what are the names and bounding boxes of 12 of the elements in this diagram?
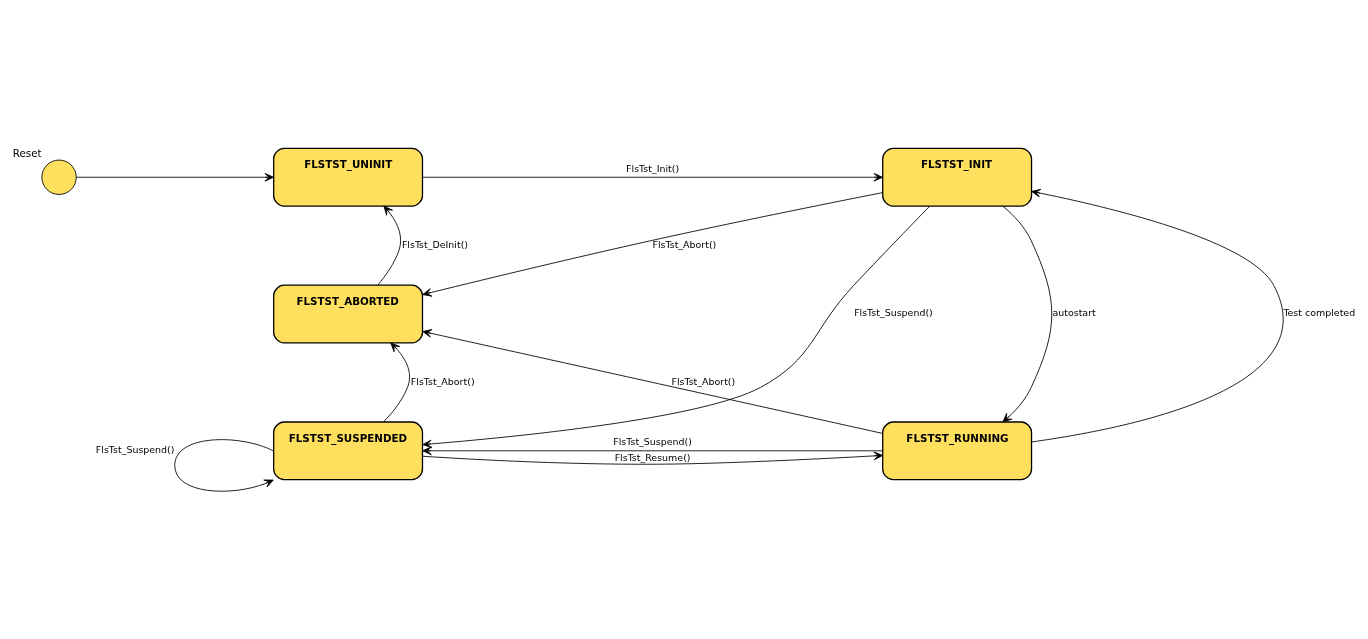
edge-label: FlsTst_Suspend(): [854, 306, 933, 318]
edge-label: Test completed: [1283, 306, 1356, 318]
edge-label: FlsTst_Suspend(): [613, 435, 692, 447]
edge-label: FlsTst_Suspend(): [95, 443, 175, 455]
edge-label: autostart: [1052, 306, 1096, 318]
edge-label: FlsTst_Init(): [626, 162, 680, 174]
edge-label: FlsTst_Abort(): [652, 238, 717, 250]
edge-label: FlsTst_Resume(): [614, 451, 691, 463]
edge-label: FlsTst_Abort(): [671, 375, 736, 387]
node-label: Reset: [12, 146, 42, 159]
edge-label: FlsTst_DeInit(): [401, 238, 469, 250]
edge-label: FlsTst_Abort(): [410, 375, 475, 387]
